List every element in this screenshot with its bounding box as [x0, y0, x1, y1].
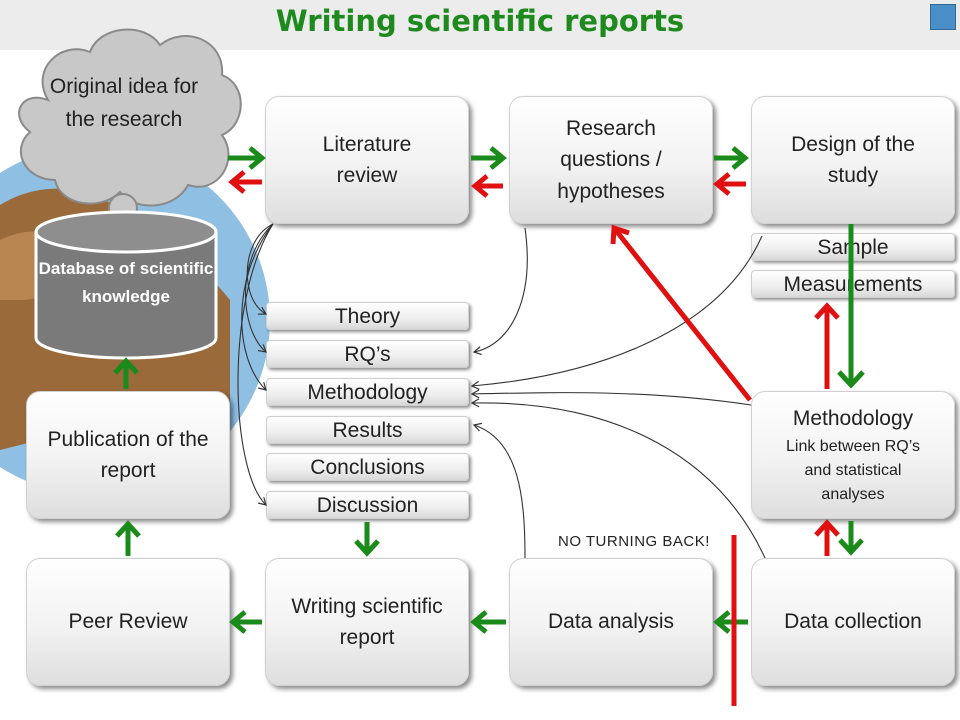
publication-box: Publication of the report [26, 391, 230, 519]
section-results: Results [266, 416, 469, 444]
section-discussion: Discussion [266, 491, 469, 519]
research-questions-box: Research questions / hypotheses [509, 96, 713, 224]
methodology-subtitle: Link between RQ’s and statistical analys… [786, 437, 920, 503]
data-collection-label: Data collection [784, 610, 922, 634]
research-questions-label: Research questions / hypotheses [557, 116, 665, 203]
methodology-title: Methodology [792, 407, 914, 431]
database-label: Database of scientific knowledge [38, 259, 214, 306]
section-conclusions: Conclusions [266, 453, 469, 481]
data-analysis-label: Data analysis [547, 610, 675, 634]
title-bar [0, 0, 960, 50]
section-theory: Theory [266, 302, 469, 330]
logo-icon [930, 4, 956, 30]
data-collection-box: Data collection [751, 558, 955, 686]
no-turning-back-label: NO TURNING BACK! [558, 533, 710, 550]
thin-connectors [237, 223, 766, 559]
cloud-label: Original idea for the research [49, 75, 199, 131]
peer-review-label: Peer Review [68, 610, 188, 634]
section-rqs: RQ’s [266, 340, 469, 368]
design-of-study-label: Design of the study [791, 132, 915, 188]
writing-report-label: Writing scientific report [291, 594, 443, 650]
forward-arrows [113, 146, 865, 634]
database-cylinder [34, 210, 218, 360]
data-analysis-box: Data analysis [509, 558, 713, 686]
writing-report-box: Writing scientific report [265, 558, 469, 686]
design-of-study-box: Design of the study [751, 96, 955, 224]
page-title: Writing scientific reports [275, 4, 685, 38]
back-arrows [228, 170, 840, 706]
methodology-box: Methodology Link between RQ’s and statis… [751, 391, 955, 519]
section-methodology: Methodology [266, 378, 469, 406]
literature-review-box: Literature review [265, 96, 469, 224]
publication-label: Publication of the report [47, 427, 209, 483]
peer-review-box: Peer Review [26, 558, 230, 686]
literature-review-label: Literature review [322, 132, 412, 188]
